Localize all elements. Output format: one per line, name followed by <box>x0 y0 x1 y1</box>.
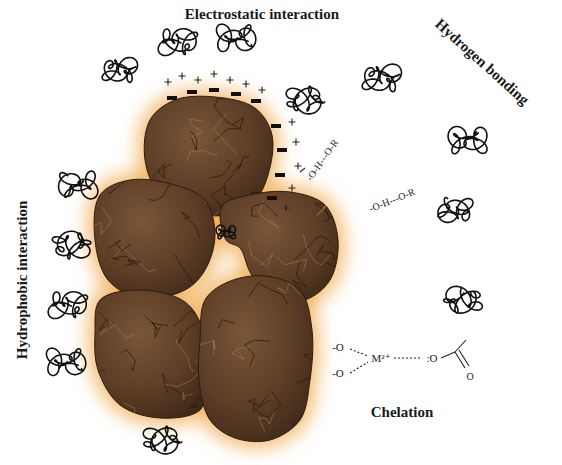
coordination-bond <box>350 349 368 356</box>
single-bond <box>455 340 466 352</box>
polymer-coil <box>362 64 401 92</box>
positive-charge <box>289 119 296 126</box>
interaction-label: Hydrogen bonding <box>432 16 532 109</box>
interaction-label: Electrostatic interaction <box>185 6 339 23</box>
char-particle <box>68 168 234 298</box>
positive-charge <box>293 139 300 146</box>
negative-charge <box>187 90 197 94</box>
polymer-coil <box>46 348 85 375</box>
positive-charge <box>195 77 202 84</box>
char-particle <box>72 290 210 443</box>
negative-charge <box>271 124 281 128</box>
polymer-coil <box>216 24 255 51</box>
negative-charge <box>267 196 277 200</box>
negative-charge <box>251 99 261 103</box>
single-bond <box>441 352 455 358</box>
chemical-label: -O-H---O-R <box>304 137 341 183</box>
chemical-label: M²⁺ <box>372 352 391 364</box>
coordination-bond <box>394 357 422 358</box>
chemical-label: O <box>466 371 473 382</box>
double-bond <box>459 350 469 366</box>
coordination-bond <box>350 362 368 373</box>
polymer-coil <box>102 57 137 82</box>
negative-charge <box>231 92 241 96</box>
positive-charge <box>211 71 218 78</box>
negative-charge <box>167 96 177 100</box>
polymer-coil <box>438 197 473 222</box>
polymer-coil <box>448 127 487 154</box>
positive-charge <box>259 87 266 94</box>
positive-charge <box>165 79 172 86</box>
chemical-label: -O <box>332 367 344 379</box>
positive-charge <box>295 163 302 170</box>
polymer-coil <box>143 426 182 454</box>
polymer-coil <box>59 171 98 199</box>
char-particle <box>189 276 322 450</box>
interaction-label: Hydrophobic interaction <box>14 201 31 359</box>
negative-charge <box>209 88 219 92</box>
polymer-coil <box>286 86 325 114</box>
polymer-coil <box>52 231 91 259</box>
particle-glow <box>94 96 338 441</box>
positive-charge <box>289 185 296 192</box>
negative-charge <box>277 148 287 152</box>
bond-line <box>300 168 305 172</box>
polymer-coil <box>48 292 87 319</box>
negative-charge <box>275 173 285 177</box>
positive-charge <box>227 77 234 84</box>
positive-charge <box>179 73 186 80</box>
positive-charge <box>243 81 250 88</box>
polymer-coil <box>444 286 483 313</box>
chemical-label: :O <box>427 352 438 364</box>
polymer-coil <box>158 29 197 56</box>
interaction-label: Chelation <box>371 404 434 421</box>
chemical-label: -O-H---O-R <box>368 186 417 214</box>
polymer-coil <box>216 225 236 239</box>
double-bond <box>455 352 465 368</box>
chemical-label: -O <box>332 341 344 353</box>
positive-charge <box>283 205 290 212</box>
